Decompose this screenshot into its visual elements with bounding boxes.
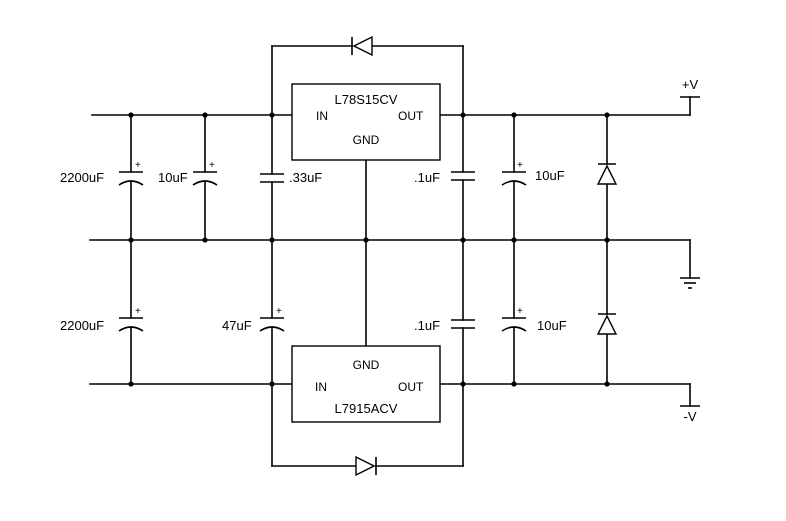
polarized-capacitor-icon: + <box>259 306 285 332</box>
wires <box>89 45 691 467</box>
junction-dot <box>202 112 208 118</box>
junction-dot <box>511 237 517 243</box>
regulator-positive: L78S15CV IN OUT GND <box>291 83 441 161</box>
junction-dot <box>460 237 466 243</box>
positive-terminal: +V <box>680 77 700 98</box>
cap-label-10uF-out-bottom: 10uF <box>537 318 567 333</box>
junction-dot <box>604 112 610 118</box>
regulator-negative-name: L7915ACV <box>335 401 398 416</box>
regulator-positive-pin-out: OUT <box>398 109 424 123</box>
junction-dot <box>363 237 369 243</box>
junction-dot <box>460 381 466 387</box>
regulator-positive-pin-in: IN <box>316 109 328 123</box>
junction-dot <box>511 381 517 387</box>
regulator-positive-name: L78S15CV <box>335 92 398 107</box>
junction-dot <box>604 381 610 387</box>
negative-output-label: -V <box>684 409 697 424</box>
diode-icon <box>351 35 373 57</box>
cap-label-2200uF-bottom: 2200uF <box>60 318 104 333</box>
capacitor-icon <box>451 319 475 329</box>
polarity-mark: + <box>135 160 141 171</box>
junction-dot <box>269 381 275 387</box>
regulator-positive-pin-gnd: GND <box>353 133 380 147</box>
positive-output-label: +V <box>682 77 699 92</box>
junction-dot <box>511 112 517 118</box>
capacitor-icon <box>451 171 475 181</box>
regulator-negative: GND IN OUT L7915ACV <box>291 345 441 423</box>
diode-icon <box>596 313 618 335</box>
polarity-mark: + <box>517 160 523 171</box>
diode-icon <box>596 163 618 185</box>
cap-label-10uF-in: 10uF <box>158 170 188 185</box>
polarity-mark: + <box>517 306 523 317</box>
diode-icon <box>355 455 377 477</box>
cap-label-01uF-top: .1uF <box>414 170 440 185</box>
regulator-negative-pin-out: OUT <box>398 380 424 394</box>
junction-dot <box>269 112 275 118</box>
ground-icon <box>680 277 700 289</box>
polarized-capacitor-icon: + <box>501 160 527 186</box>
junction-dot <box>460 112 466 118</box>
polarized-capacitor-icon: + <box>118 306 144 332</box>
cap-label-01uF-bottom: .1uF <box>414 318 440 333</box>
junction-dot <box>128 112 134 118</box>
junction-dot <box>604 237 610 243</box>
cap-label-2200uF-top: 2200uF <box>60 170 104 185</box>
junction-dot <box>128 381 134 387</box>
cap-label-10uF-out-top: 10uF <box>535 168 565 183</box>
polarized-capacitor-icon: + <box>501 306 527 332</box>
polarized-capacitor-icon: + <box>192 160 218 186</box>
capacitor-icon <box>260 173 284 183</box>
junction-dot <box>269 237 275 243</box>
polarity-mark: + <box>276 306 282 317</box>
polarity-mark: + <box>209 160 215 171</box>
junctions <box>128 112 610 387</box>
junction-dot <box>202 237 208 243</box>
junction-dot <box>128 237 134 243</box>
polarity-mark: + <box>135 306 141 317</box>
regulator-negative-pin-gnd: GND <box>353 358 380 372</box>
regulator-negative-pin-in: IN <box>315 380 327 394</box>
cap-label-033uF: .33uF <box>289 170 322 185</box>
negative-terminal: -V <box>680 405 700 424</box>
cap-label-47uF: 47uF <box>222 318 252 333</box>
polarized-capacitor-icon: + <box>118 160 144 186</box>
